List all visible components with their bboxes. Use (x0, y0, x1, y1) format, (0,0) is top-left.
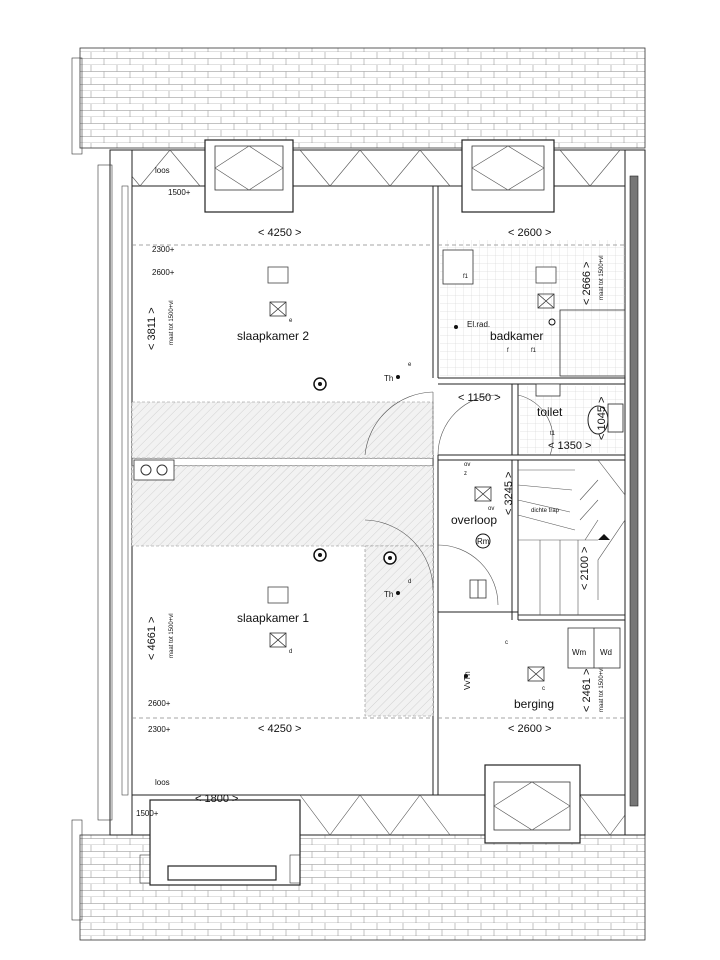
room-label-berging: berging (514, 697, 554, 711)
height-1500-top: 1500+ (168, 188, 191, 197)
symbol-c-berging: c (542, 686, 545, 692)
symbol-wd: Wd (600, 648, 612, 657)
dim-top-right-width: < 2600 > (508, 227, 551, 239)
bathroom-fixtures (442, 249, 626, 435)
height-1500-bottom: 1500+ (136, 809, 159, 818)
dim-bath-height: < 2666 > (581, 262, 593, 305)
note-maat-tot-sk1: maat tot 1500+vl (169, 613, 175, 658)
symbol-e-door: e (408, 362, 412, 368)
symbol-f-bath: f (507, 348, 509, 354)
symbol-rm: Rm (477, 537, 490, 546)
light-fixture-icons (269, 293, 555, 682)
dormer-top-right (461, 139, 555, 213)
dim-overloop-height: < 3245 > (503, 472, 515, 515)
dim-sk2-height: < 3811 > (146, 307, 158, 350)
dormer-top-left (204, 139, 294, 213)
symbol-th-bottom: Th (384, 590, 393, 599)
dim-bottom-left-width: < 4250 > (258, 723, 301, 735)
symbol-d-room: d (289, 649, 292, 655)
symbol-ov-1: ov (464, 462, 470, 468)
note-loos-bottom: loos (155, 778, 170, 787)
symbol-c-door: c (505, 640, 508, 646)
symbol-th-top: Th (384, 374, 393, 383)
symbol-vvth: VvTh (463, 671, 472, 690)
dim-top-left-width: < 4250 > (258, 227, 301, 239)
note-maat-tot-berging: maat tot 1500+vl (599, 667, 605, 712)
height-2600-top: 2600+ (152, 268, 175, 277)
shaded-zone-sk2 (131, 401, 434, 459)
smoke-detector-icons (313, 377, 491, 565)
height-2300-bottom: 2300+ (148, 725, 171, 734)
shaded-zone-sk1-right (364, 545, 434, 717)
note-maat-tot-bath: maat tot 1500+vl (599, 255, 605, 300)
room-label-slaapkamer-1: slaapkamer 1 (237, 611, 309, 625)
height-2300-top: 2300+ (152, 245, 175, 254)
symbol-wm: Wm (572, 648, 587, 657)
switch-dots (396, 325, 468, 678)
dim-toilet-width: < 1350 > (548, 440, 591, 452)
dim-sk1-height: < 4661 > (146, 617, 158, 660)
symbol-t1: t1 (550, 431, 556, 437)
symbol-ov-2: ov (488, 506, 494, 512)
dim-berging-height: < 2461 > (581, 669, 593, 712)
symbol-e-top: e (289, 318, 293, 324)
door-swings (364, 391, 554, 606)
room-label-badkamer: badkamer (490, 329, 543, 343)
washer-dryer (567, 627, 621, 669)
symbol-f1-bath: f1 (531, 348, 537, 354)
dim-hall-width: < 1150 > (458, 392, 501, 404)
dim-toilet-height: < 1045 > (596, 397, 608, 440)
height-lines (132, 244, 625, 719)
vent-icons (133, 459, 175, 481)
room-label-slaapkamer-2: slaapkamer 2 (237, 329, 309, 343)
dormer-bottom-right (484, 764, 581, 844)
dim-stair-height: < 2100 > (579, 547, 591, 590)
dim-bottom-right-width: < 2600 > (508, 723, 551, 735)
dim-dormer-width: < 1800 > (195, 793, 238, 805)
dormer-bottom-left (139, 799, 301, 886)
room-label-overloop: overloop (451, 513, 497, 527)
room-label-toilet: toilet (537, 405, 563, 419)
staircase (517, 459, 626, 616)
note-el-rad: El.rad. (467, 320, 490, 329)
symbol-f1-sink: f1 (463, 274, 469, 280)
note-loos-top: loos (155, 166, 170, 175)
height-2600-bottom: 2600+ (148, 699, 171, 708)
symbol-z: z (464, 471, 467, 477)
shaded-zone-sk1-top (131, 465, 434, 547)
roof-top (71, 47, 646, 155)
note-maat-tot-sk2: maat tot 1500+vl (169, 300, 175, 345)
radiator-icons (267, 266, 557, 604)
symbol-d-door: d (408, 579, 411, 585)
note-dichte-trap: dichte trap (531, 508, 560, 514)
